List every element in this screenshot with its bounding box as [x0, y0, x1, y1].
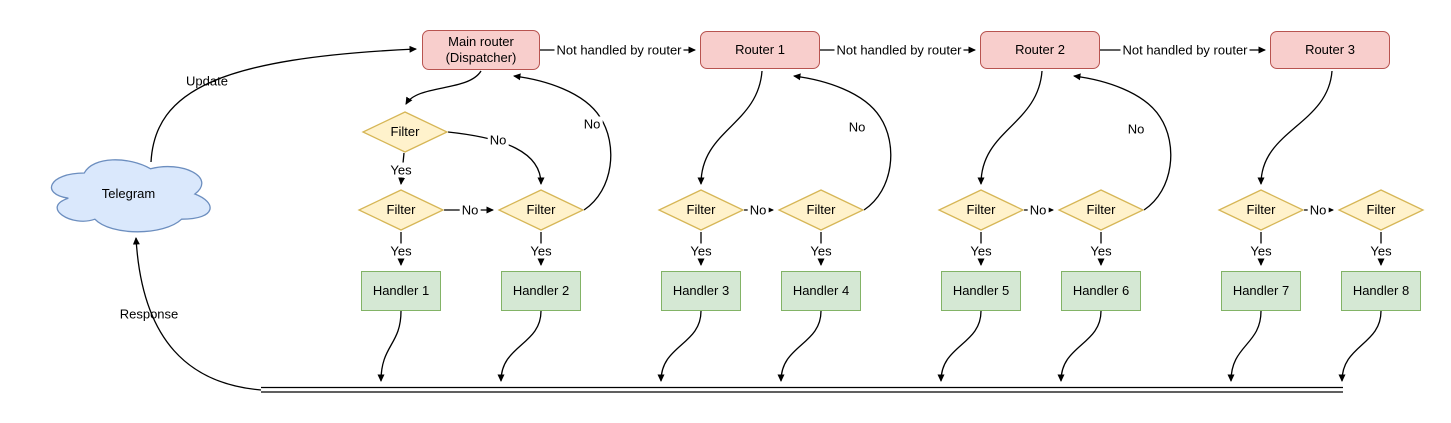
node-router-2: Router 2 [980, 31, 1100, 69]
edge-handler8-to-bus [1338, 310, 1382, 382]
edge-handler4-to-bus [777, 310, 822, 382]
handler-label: Handler 7 [1232, 282, 1290, 298]
node-filter-r2-2: Filter [1057, 189, 1145, 231]
edge-label-yes-h3: Yes [688, 243, 714, 259]
edge-loop-no-r1 [793, 73, 892, 211]
node-router-3: Router 3 [1270, 31, 1390, 69]
filter-label: Filter [526, 201, 556, 217]
node-handler-2: Handler 2 [501, 271, 581, 311]
edge-handler7-to-bus [1227, 310, 1262, 382]
edge-label-not-handled-2: Not handled by router [834, 42, 964, 58]
node-handler-6: Handler 6 [1061, 271, 1141, 311]
handler-label: Handler 5 [952, 282, 1010, 298]
handler-label: Handler 4 [792, 282, 850, 298]
edge-handler3-to-bus [657, 310, 702, 382]
edge-router2-to-filter [977, 70, 1043, 185]
node-filter-main-2: Filter [497, 189, 585, 231]
edge-label-not-handled-1: Not handled by router [554, 42, 684, 58]
node-filter-r2-1: Filter [937, 189, 1025, 231]
filter-label: Filter [806, 201, 836, 217]
edge-label-no-top: No [487, 132, 509, 148]
edge-label-yes-h2: Yes [528, 243, 554, 259]
filter-label: Filter [686, 201, 716, 217]
edge-response [132, 237, 262, 391]
node-handler-1: Handler 1 [361, 271, 441, 311]
filter-label: Filter [966, 201, 996, 217]
handler-label: Handler 6 [1072, 282, 1130, 298]
edge-label-no-pair-r1: No [747, 202, 769, 218]
node-filter-main-1: Filter [357, 189, 445, 231]
edge-label-no-loop-main: No [581, 116, 603, 132]
edge-filter0-no [447, 131, 545, 185]
filter-label: Filter [390, 123, 420, 139]
edge-label-yes-h1: Yes [388, 243, 414, 259]
edge-handler2-to-bus [497, 310, 542, 382]
filter-label: Filter [386, 201, 416, 217]
node-handler-4: Handler 4 [781, 271, 861, 311]
node-filter-main-top: Filter [361, 111, 449, 153]
filter-label: Filter [1246, 201, 1276, 217]
edge-label-update: Update [186, 73, 228, 89]
edge-label-yes-h6: Yes [1088, 243, 1114, 259]
cloud-label: Telegram [101, 185, 156, 201]
filter-label: Filter [1366, 201, 1396, 217]
edge-label-no-pair-r2: No [1027, 202, 1049, 218]
edge-label-no-pair-main: No [459, 202, 481, 218]
edge-router3-to-filter [1257, 70, 1333, 185]
node-main-router: Main router (Dispatcher) [422, 30, 540, 70]
main-router-label: Main router (Dispatcher) [445, 33, 517, 65]
handler-label: Handler 8 [1352, 282, 1410, 298]
node-telegram-cloud: Telegram [40, 152, 217, 236]
edge-label-yes-h4: Yes [808, 243, 834, 259]
edge-label-no-loop-r1: No [846, 119, 868, 135]
handler-label: Handler 2 [512, 282, 570, 298]
node-filter-r3-1: Filter [1217, 189, 1305, 231]
handler-label: Handler 3 [672, 282, 730, 298]
edge-label-yes-h8: Yes [1368, 243, 1394, 259]
edge-update [150, 45, 417, 163]
edge-label-yes-h5: Yes [968, 243, 994, 259]
node-filter-r3-2: Filter [1337, 189, 1425, 231]
edge-handler6-to-bus [1057, 310, 1102, 382]
edge-router1-to-filter [697, 70, 763, 185]
node-handler-3: Handler 3 [661, 271, 741, 311]
edge-label-no-pair-r3: No [1307, 202, 1329, 218]
cloud-shape [50, 159, 211, 233]
edge-handler1-to-bus [377, 310, 402, 382]
edge-label-yes-h7: Yes [1248, 243, 1274, 259]
edge-label-yes-top: Yes [388, 162, 414, 178]
router-1-label: Router 1 [735, 41, 785, 57]
filter-label: Filter [1086, 201, 1116, 217]
handler-label: Handler 1 [372, 282, 430, 298]
node-router-1: Router 1 [700, 31, 820, 69]
node-filter-r1-1: Filter [657, 189, 745, 231]
edge-handler5-to-bus [937, 310, 982, 382]
edge-main-router-to-filter [405, 70, 482, 105]
node-filter-r1-2: Filter [777, 189, 865, 231]
node-handler-7: Handler 7 [1221, 271, 1301, 311]
router-2-label: Router 2 [1015, 41, 1065, 57]
edge-label-not-handled-3: Not handled by router [1120, 42, 1250, 58]
edge-label-response: Response [119, 306, 179, 322]
node-handler-8: Handler 8 [1341, 271, 1421, 311]
edge-label-no-loop-r2: No [1125, 121, 1147, 137]
edge-loop-no-r2 [1073, 73, 1172, 211]
node-handler-5: Handler 5 [941, 271, 1021, 311]
router-3-label: Router 3 [1305, 41, 1355, 57]
